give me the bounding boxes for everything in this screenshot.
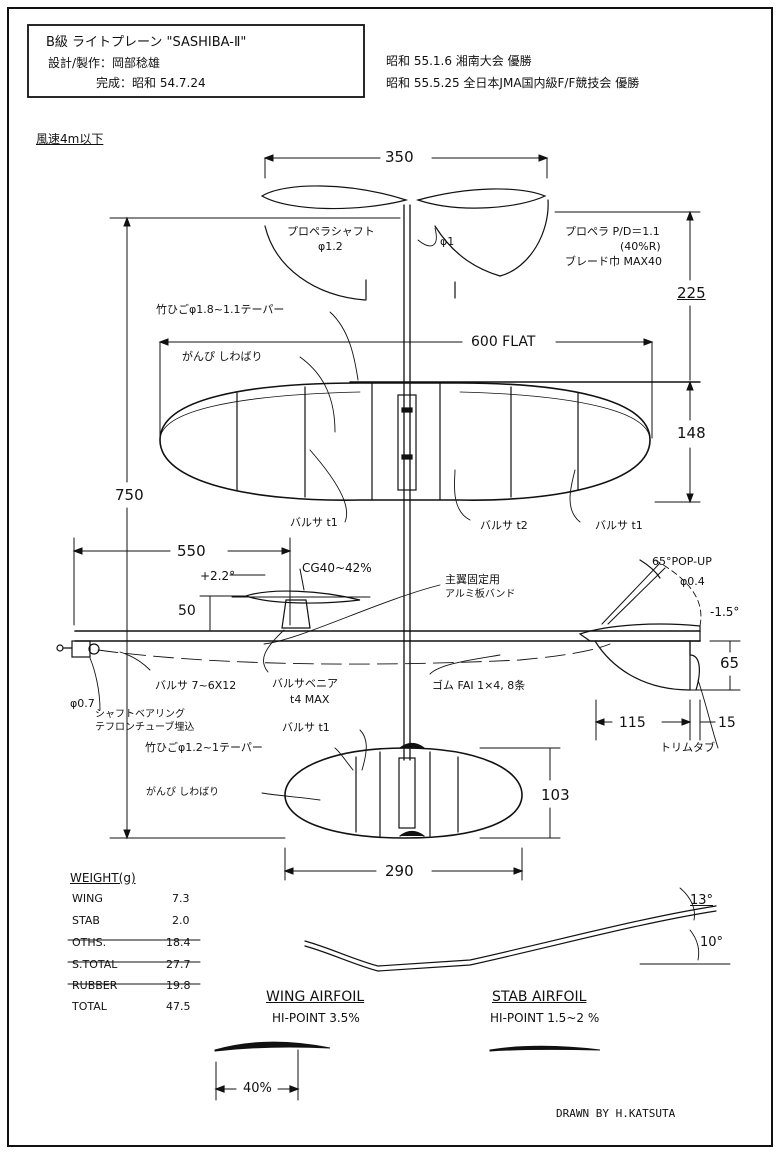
label-balsa-t2: バルサ t2 bbox=[480, 519, 528, 532]
label-blade-width: ブレード巾 MAX40 bbox=[565, 255, 663, 268]
label-trim-tab: トリムタブ bbox=[660, 741, 715, 754]
overall-length-dim bbox=[109, 216, 401, 840]
label-rubber: ゴム FAI 1×4, 8条 bbox=[432, 679, 526, 692]
fin-dims bbox=[594, 640, 741, 741]
wing-airfoil-hp: HI-POINT 3.5% bbox=[272, 1011, 360, 1025]
dim-tab-len: 15 bbox=[718, 715, 736, 731]
weight-value: 27.7 bbox=[166, 958, 191, 971]
label-balsa-t1-left: バルサ t1 bbox=[290, 516, 338, 529]
dim-dihedral-main: 10° bbox=[700, 935, 724, 950]
label-teflon: テフロンチューブ埋込 bbox=[95, 722, 195, 733]
dim-fin-len: 115 bbox=[616, 716, 649, 730]
dim-cg: CG40~42% bbox=[302, 561, 372, 575]
weight-item: STAB bbox=[72, 914, 100, 927]
record-1: 昭和 55.1.6 湘南大会 優勝 bbox=[386, 54, 532, 68]
dihedral-view bbox=[304, 887, 731, 972]
label-prop-shaft: プロペラシャフト bbox=[287, 225, 375, 238]
dim-wing-span: 600 FLAT bbox=[468, 335, 539, 349]
label-wing-mount: 主翼固定用 bbox=[445, 573, 500, 586]
stab-airfoil-title: STAB AIRFOIL bbox=[492, 989, 587, 1005]
label-prop-shaft-dia: φ1.2 bbox=[318, 240, 343, 253]
prop-span-dim bbox=[263, 154, 549, 179]
weight-value: 18.4 bbox=[166, 936, 191, 949]
dim-pylon-height: 50 bbox=[178, 603, 196, 619]
dim-overall-length: 750 bbox=[112, 488, 147, 503]
weight-value: 47.5 bbox=[166, 1000, 191, 1013]
weight-item: S.TOTAL bbox=[72, 958, 118, 971]
label-wing-mount2: アルミ板バンド bbox=[445, 589, 516, 600]
label-gampi-wing: がんぴ しわばり bbox=[182, 350, 263, 363]
propeller bbox=[260, 185, 549, 301]
label-balsa-veneer: バルサベニア bbox=[272, 677, 338, 690]
dim-prop-span: 350 bbox=[382, 150, 417, 165]
wing bbox=[159, 381, 701, 501]
motor-stick bbox=[403, 204, 411, 761]
weight-item: RUBBER bbox=[72, 979, 118, 992]
title-line3: 完成：昭和 54.7.24 bbox=[96, 76, 206, 90]
dim-airfoil-hp: 40% bbox=[240, 1082, 275, 1095]
weight-value: 2.0 bbox=[172, 914, 190, 927]
wing-chord-dim bbox=[654, 380, 701, 504]
label-balsa-t1-right: バルサ t1 bbox=[595, 519, 643, 532]
weight-value: 19.8 bbox=[166, 979, 191, 992]
wing-span-dim bbox=[158, 338, 654, 439]
dim-stab-neg: -1.5° bbox=[710, 605, 740, 619]
label-bearing: シャフトベアリング bbox=[95, 709, 185, 720]
pylon-height-dim bbox=[199, 574, 266, 631]
label-bamboo-stab: 竹ひごφ1.2~1テーパー bbox=[145, 741, 263, 754]
record-2: 昭和 55.5.25 全日本JMA国内級F/F競技会 優勝 bbox=[386, 76, 640, 90]
stabilizer bbox=[284, 742, 523, 839]
label-prop-pd: プロペラ P/D＝1.1 bbox=[565, 225, 660, 238]
credit: DRAWN BY H.KATSUTA bbox=[556, 1107, 676, 1120]
label-balsa-t1-stab: バルサ t1 bbox=[282, 721, 330, 734]
title-line1: B級 ライトプレーン "SASHIBA-Ⅱ" bbox=[46, 35, 247, 50]
dim-nose-to-cg: 550 bbox=[174, 544, 209, 559]
dim-popup-wire: φ0.4 bbox=[680, 575, 705, 588]
dim-popup: 65°POP-UP bbox=[652, 555, 712, 568]
label-bamboo-wing: 竹ひごφ1.8~1.1テーパー bbox=[156, 303, 285, 316]
weight-title: WEIGHT(g) bbox=[70, 871, 136, 885]
dim-stab-chord: 103 bbox=[538, 788, 573, 803]
label-prop-pd2: (40%R) bbox=[620, 240, 661, 253]
label-balsa-stick: バルサ 7~6X12 bbox=[155, 679, 237, 692]
label-phi07: φ0.7 bbox=[70, 697, 95, 710]
weight-value: 7.3 bbox=[172, 892, 190, 905]
cg-dim bbox=[72, 537, 305, 626]
dim-wing-chord: 148 bbox=[674, 426, 709, 441]
dim-incidence: +2.2° bbox=[200, 569, 236, 583]
weight-table-lines bbox=[67, 939, 201, 985]
stab-airfoil bbox=[489, 1045, 601, 1052]
side-leaders bbox=[89, 584, 719, 749]
stab-leaders bbox=[261, 729, 367, 801]
prop-height-dim bbox=[554, 210, 701, 381]
wing-airfoil-title: WING AIRFOIL bbox=[266, 989, 365, 1005]
weight-item: WING bbox=[72, 892, 103, 905]
wing-leaders bbox=[299, 227, 581, 523]
label-t4max: t4 MAX bbox=[290, 693, 330, 706]
weight-item: OTHS. bbox=[72, 936, 107, 949]
dim-fin-height: 65 bbox=[720, 654, 740, 672]
dim-dihedral-tip: 13° bbox=[690, 893, 714, 908]
stab-airfoil-hp: HI-POINT 1.5~2 % bbox=[490, 1011, 600, 1025]
label-gampi-stab: がんぴ しわばり bbox=[146, 787, 220, 798]
page-frame bbox=[7, 7, 773, 1147]
dim-prop-height: 225 bbox=[674, 286, 709, 301]
side-view bbox=[56, 559, 702, 691]
wing-airfoil bbox=[214, 1041, 331, 1101]
dim-stab-span: 290 bbox=[382, 864, 417, 879]
label-phi1: φ1 bbox=[440, 235, 455, 248]
stab-dims bbox=[283, 747, 561, 881]
weight-item: TOTAL bbox=[72, 1000, 107, 1013]
title-box bbox=[27, 24, 365, 98]
title-line2: 設計/製作：岡部稔雄 bbox=[48, 56, 161, 70]
wind-note: 風速4m以下 bbox=[36, 132, 104, 146]
